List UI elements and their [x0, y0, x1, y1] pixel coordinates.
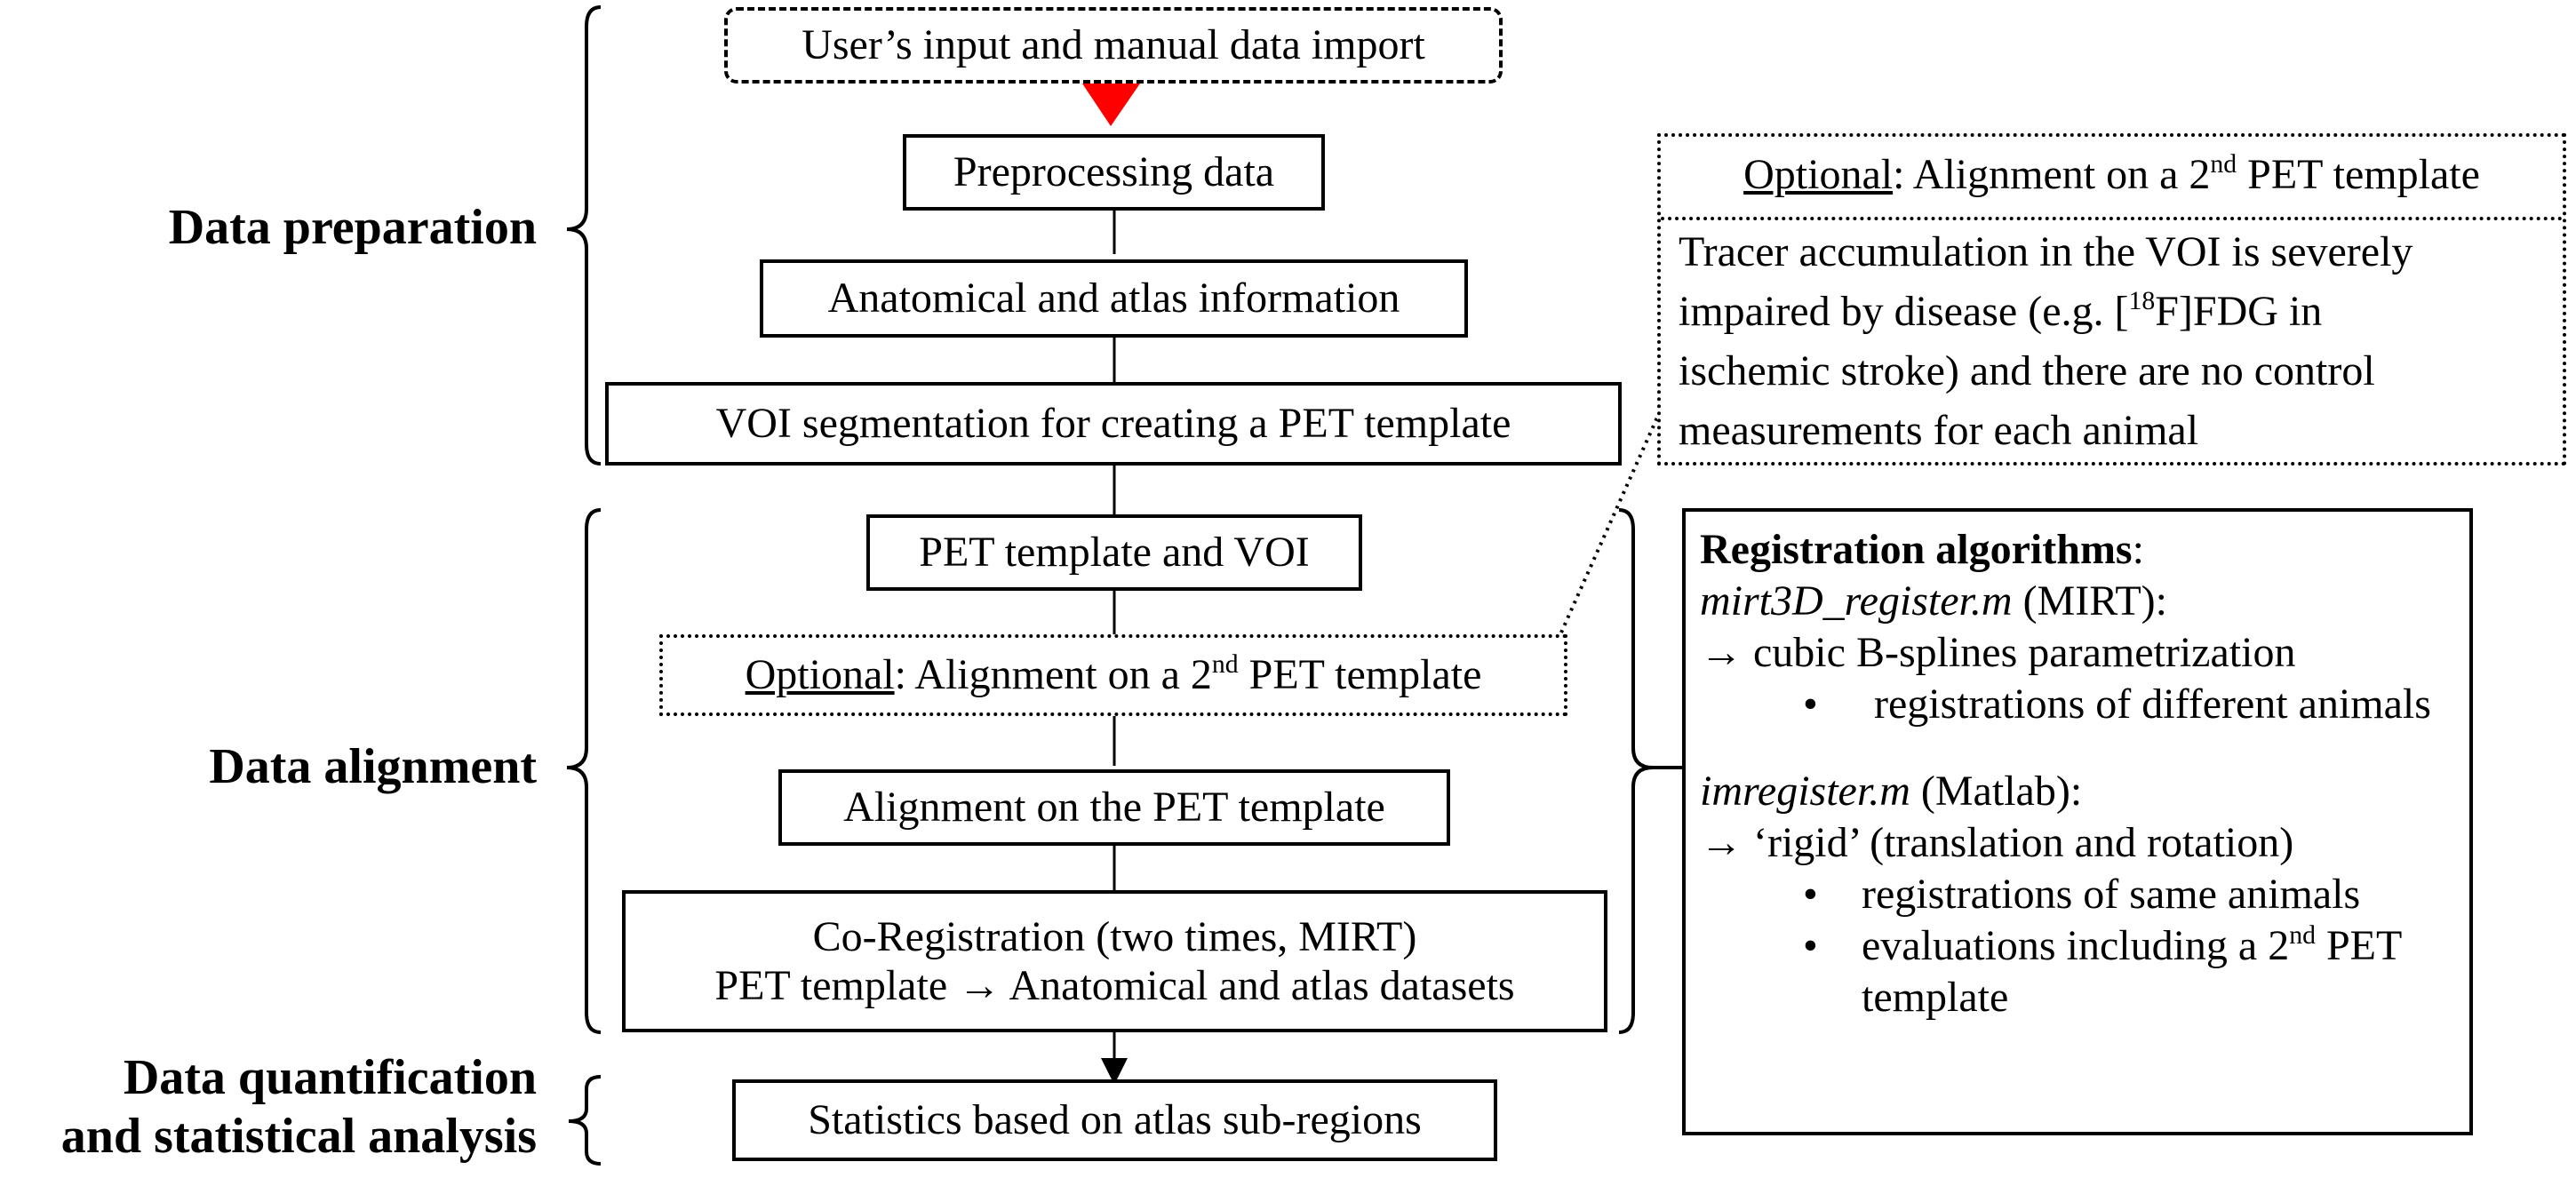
imregister-method: → ‘rigid’ (translation and rotation)	[1700, 819, 2294, 866]
user-input-text: User’s input and manual data import	[802, 21, 1425, 69]
bullet-icon: •	[1803, 922, 1818, 969]
coregistration-line2: PET template → Anatomical and atlas data…	[714, 962, 1515, 1009]
bracket-data-alignment	[566, 508, 602, 1034]
preprocessing-text: Preprocessing data	[953, 148, 1275, 196]
section-label-line: and statistical analysis	[60, 1109, 537, 1165]
optional-panel-heading: Optional: Alignment on a 2nd PET templat…	[1661, 137, 2563, 220]
optional-panel-line: ischemic stroke) and there are no contro…	[1679, 347, 2375, 394]
user-input-box: User’s input and manual data import	[724, 7, 1503, 84]
bracket-quantification	[568, 1075, 602, 1166]
spacer	[1700, 730, 2469, 766]
voi-segmentation-text: VOI segmentation for creating a PET temp…	[715, 400, 1511, 448]
red-arrow-icon	[1082, 84, 1140, 126]
imregister-heading: imregister.m (Matlab):	[1700, 768, 2083, 815]
preprocessing-box: Preprocessing data	[903, 134, 1325, 211]
bullet-icon: •	[1803, 871, 1818, 918]
optional-panel-body: Tracer accumulation in the VOI is severe…	[1679, 222, 2554, 460]
bracket-data-preparation	[566, 5, 602, 466]
anatomical-atlas-text: Anatomical and atlas information	[827, 275, 1400, 322]
alignment-pet-template-box: Alignment on the PET template	[778, 769, 1450, 846]
algorithms-title: Registration algorithms:	[1700, 526, 2144, 573]
optional-panel: Optional: Alignment on a 2nd PET templat…	[1657, 133, 2566, 466]
pet-template-voi-box: PET template and VOI	[866, 514, 1362, 591]
section-label-data-preparation: Data preparation	[168, 200, 537, 255]
section-label-data-alignment: Data alignment	[209, 739, 537, 794]
optional-panel-line: measurements for each animal	[1679, 407, 2199, 454]
optional-panel-line: Tracer accumulation in the VOI is severe…	[1679, 228, 2413, 275]
registration-algorithms-panel: Registration algorithms: mirt3D_register…	[1682, 508, 2473, 1135]
optional-panel-line: impaired by disease (e.g. [18F]FDG in	[1679, 286, 2323, 335]
mirt-bullet-item: •registrations of different animals	[1700, 679, 2469, 730]
bullet-icon: •	[1803, 681, 1818, 728]
bracket-right-alignment	[1618, 508, 1654, 1034]
voi-segmentation-box: VOI segmentation for creating a PET temp…	[605, 382, 1622, 466]
anatomical-atlas-box: Anatomical and atlas information	[760, 259, 1468, 338]
optional-alignment-text: Optional: Alignment on a 2nd PET templat…	[745, 649, 1482, 699]
imregister-bullet-continuation: template	[1862, 974, 2009, 1021]
statistics-box: Statistics based on atlas sub-regions	[732, 1079, 1497, 1161]
section-label-data-quantification: Data quantification and statistical anal…	[36, 1048, 537, 1166]
section-label-line: Data quantification	[123, 1050, 537, 1105]
coregistration-box: Co-Registration (two times, MIRT) PET te…	[622, 890, 1607, 1032]
alignment-pet-template-text: Alignment on the PET template	[843, 784, 1385, 832]
coregistration-line1: Co-Registration (two times, MIRT)	[812, 912, 1417, 960]
pet-template-voi-text: PET template and VOI	[919, 529, 1310, 577]
optional-alignment-box: Optional: Alignment on a 2nd PET templat…	[659, 634, 1567, 716]
imregister-bullet-item: •evaluations including a 2nd PET	[1700, 920, 2469, 972]
mirt-method: → cubic B-splines parametrization	[1700, 629, 2296, 676]
statistics-text: Statistics based on atlas sub-regions	[808, 1096, 1422, 1144]
imregister-bullet-item: •registrations of same animals	[1700, 869, 2469, 920]
mirt-heading: mirt3D_register.m (MIRT):	[1700, 577, 2167, 625]
